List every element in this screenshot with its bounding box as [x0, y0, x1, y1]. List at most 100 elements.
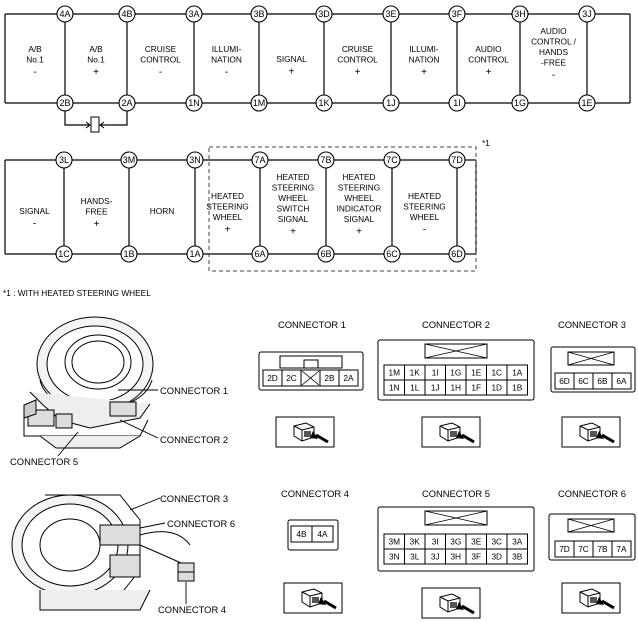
region-marker: *1 [482, 138, 490, 148]
function-label: WHEEL [278, 193, 308, 203]
pin-label: 1B [123, 249, 134, 259]
terminal-label: 3A [512, 537, 523, 547]
harness-connector-icon [421, 416, 481, 448]
polarity-sign: + [93, 67, 99, 78]
terminal-cell [311, 525, 334, 543]
function-label: No.1 [26, 55, 44, 65]
polarity-sign: - [33, 219, 36, 230]
function-label: HANDS [539, 47, 569, 57]
terminal-label: 2A [343, 373, 354, 383]
polarity-sign: + [421, 67, 427, 78]
pin-label: 1A [189, 249, 200, 259]
pin-label: 3M [123, 155, 136, 165]
terminal-label: 7B [597, 544, 608, 554]
function-label: INDICATOR [337, 204, 382, 214]
pin-3E [382, 5, 400, 23]
pin-label: 3H [514, 9, 526, 19]
terminal-label: 2C [286, 373, 297, 383]
terminal-label: 1F [471, 383, 481, 393]
function-label: SIGNAL [278, 214, 309, 224]
pin-3L [55, 151, 73, 169]
terminal-label: 3J [431, 552, 440, 562]
terminal-label: 3B [512, 552, 523, 562]
function-label: AUDIO [540, 26, 567, 36]
pin-label: 3F [452, 9, 463, 19]
function-label: A/B [89, 44, 103, 54]
function-label: SIGNAL [276, 54, 307, 64]
pin-3B [250, 5, 268, 23]
connector-title: CONNECTOR 5 [422, 488, 490, 499]
pin-label: 1N [188, 98, 200, 108]
pin-label: 1G [514, 98, 526, 108]
terminal-cell [506, 548, 528, 565]
pin-label: 2B [59, 98, 70, 108]
harness-connector-icon [283, 582, 343, 614]
pin-label: 2A [121, 98, 132, 108]
terminal-cell [338, 369, 359, 387]
function-label: CRUISE [342, 44, 374, 54]
pin-label: 7B [320, 155, 331, 165]
terminal-label: 6B [597, 376, 608, 386]
pin-6D [448, 245, 466, 263]
terminal-label: 3I [432, 537, 439, 547]
terminal-cell [611, 540, 632, 558]
harness-connector-icon [421, 587, 481, 619]
terminal-label: 3G [450, 537, 461, 547]
polarity-sign: + [356, 227, 362, 238]
clock-spring-bottom-illustration [11, 494, 195, 611]
polarity-sign: - [159, 67, 162, 78]
connector-title: CONNECTOR 1 [278, 319, 346, 330]
function-label: NATION [409, 55, 440, 65]
pin-3A [185, 5, 203, 23]
polarity-sign: + [94, 219, 100, 230]
pin-3D [315, 5, 333, 23]
function-label: AUDIO [475, 44, 502, 54]
callout-connector-1: CONNECTOR 1 [160, 385, 228, 396]
schematic-row-1: 4A2B4B2A3A1N3B1M3D1K3E1J3F1I3H1G3J1EA/BN… [4, 5, 631, 133]
pin-3J [578, 5, 596, 23]
function-label: CONTROL [140, 55, 181, 65]
polarity-sign: + [290, 227, 296, 238]
terminal-label: 3E [471, 537, 482, 547]
pin-label: 1E [581, 98, 592, 108]
function-label: WHEEL [344, 193, 374, 203]
function-label: CONTROL [468, 55, 509, 65]
terminal-label: 3F [471, 552, 481, 562]
terminal-label: 7D [559, 544, 570, 554]
pin-1C [55, 245, 73, 263]
pin-label: 3N [189, 155, 201, 165]
pin-6B [317, 245, 335, 263]
callout-connector-4: CONNECTOR 4 [158, 604, 226, 615]
clock-spring-illustrations: CONNECTOR 1 CONNECTOR 2 CONNECTOR 5 CONN… [10, 316, 235, 615]
callout-connector-5: CONNECTOR 5 [10, 456, 78, 467]
pin-1M [250, 94, 268, 112]
terminal-label: 1C [491, 368, 502, 378]
terminal-label: 6D [559, 376, 570, 386]
callout-connector-3: CONNECTOR 3 [160, 493, 228, 504]
terminal-label: 2B [324, 373, 335, 383]
terminal-label: 1E [471, 368, 482, 378]
callout-leaders [57, 389, 187, 604]
pin-1A [186, 245, 204, 263]
pin-label: 4A [59, 9, 70, 19]
connector-title: CONNECTOR 3 [558, 319, 626, 330]
jumper-2b-2a [64, 111, 128, 133]
pin-6A [251, 245, 269, 263]
pin-label: 6B [320, 249, 331, 259]
polarity-sign: + [225, 225, 231, 236]
function-label: SIGNAL [19, 206, 50, 216]
pin-label: 1I [453, 98, 461, 108]
pin-1E [578, 94, 596, 112]
terminal-label: 3N [389, 552, 400, 562]
function-label: CONTROL [337, 55, 378, 65]
pin-label: 3J [582, 9, 592, 19]
callout-connector-2: CONNECTOR 2 [160, 434, 228, 445]
pin-7B [317, 151, 335, 169]
harness-connector-icon [275, 416, 335, 448]
function-label: SIGNAL [344, 214, 375, 224]
